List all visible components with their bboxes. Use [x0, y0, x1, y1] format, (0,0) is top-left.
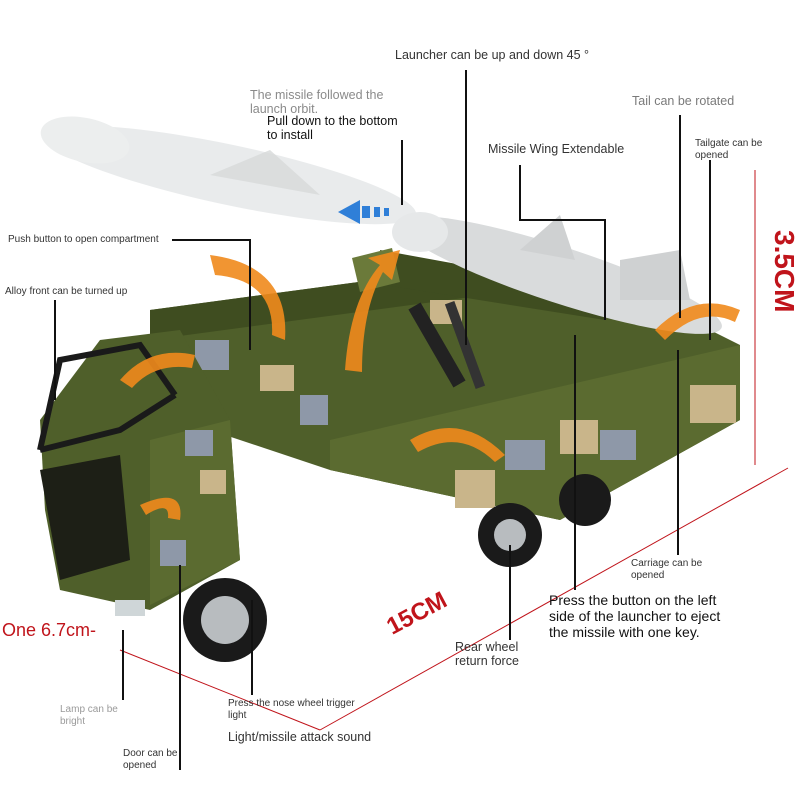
nose-wheel-label: Press the nose wheel trigger light: [228, 698, 355, 721]
door-label: Door can be opened: [123, 748, 178, 771]
missile-orbit-label: The missile followed the launch orbit.: [250, 88, 384, 117]
missile-direction-arrow: [338, 200, 389, 224]
eject-button-label: Press the button on the left side of the…: [549, 592, 721, 641]
truck-cab: [37, 330, 240, 616]
width-dimension: One 6.7cm-: [2, 620, 97, 640]
missile-upper: [40, 116, 416, 225]
tail-rotated-label: Tail can be rotated: [632, 94, 735, 108]
truck-wheels: [183, 474, 611, 662]
height-dimension: 3.5CM: [769, 230, 800, 313]
pointer-lines: [54, 70, 711, 770]
motion-arrows: [120, 250, 740, 520]
launcher-angle-label: Launcher can be up and down 45 °: [395, 48, 590, 62]
push-button-label: Push button to open compartment: [8, 234, 159, 245]
carriage-label: Carriage can be opened: [631, 558, 703, 581]
rear-wheel-label: Rear wheel return force: [455, 640, 519, 669]
missile-lower: [392, 212, 722, 334]
lamp-label: Lamp can be bright: [60, 704, 118, 727]
dimension-lines: [119, 170, 789, 731]
tailgate-label: Tailgate can be opened: [695, 138, 763, 161]
alloy-front-label: Alloy front can be turned up: [5, 286, 128, 297]
missile-wing-label: Missile Wing Extendable: [488, 142, 625, 156]
attack-sound-label: Light/missile attack sound: [228, 730, 372, 744]
pull-down-label: Pull down to the bottom to install: [267, 114, 398, 143]
